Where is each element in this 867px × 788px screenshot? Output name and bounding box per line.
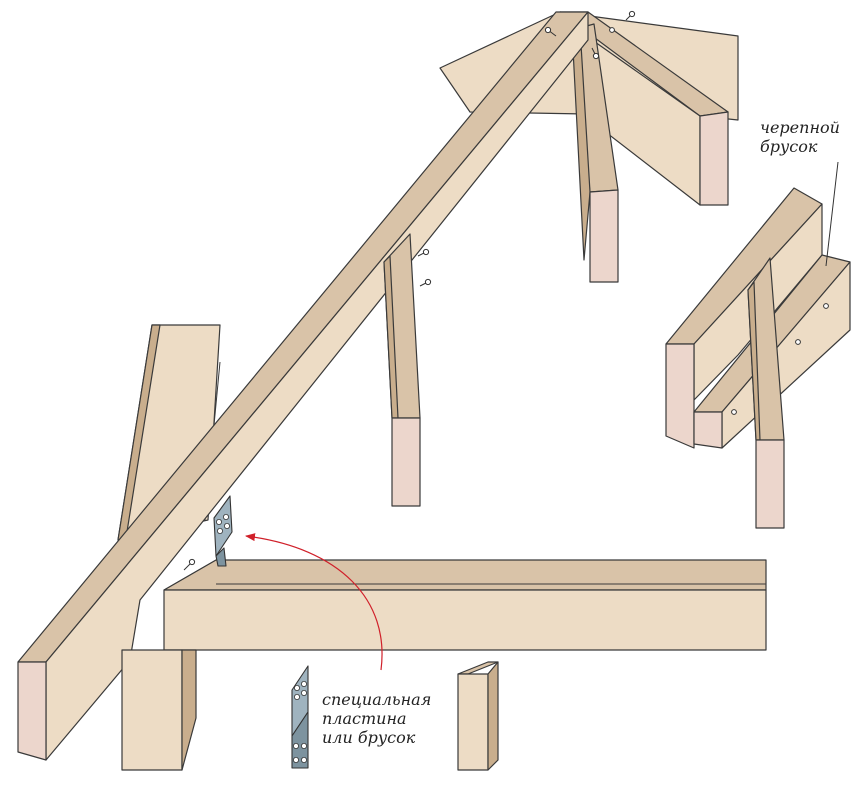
cranial-bar-label: черепной брусок [760, 118, 840, 156]
lower-post-left [121, 649, 197, 771]
cranial-bar-leader [825, 161, 839, 267]
special-plate-detail [291, 665, 309, 769]
cranial-bar-detail [665, 187, 851, 529]
callout-arrow [245, 533, 383, 671]
joint-metal-plate [213, 495, 233, 567]
middle-strut [383, 233, 421, 507]
lower-post-detail [457, 661, 499, 771]
upper-right-rafter [559, 11, 729, 206]
nails [183, 10, 829, 571]
special-plate-label: специальная пластина или брусок [322, 690, 432, 747]
main-rafter [17, 11, 589, 761]
tie-beam [163, 559, 767, 651]
